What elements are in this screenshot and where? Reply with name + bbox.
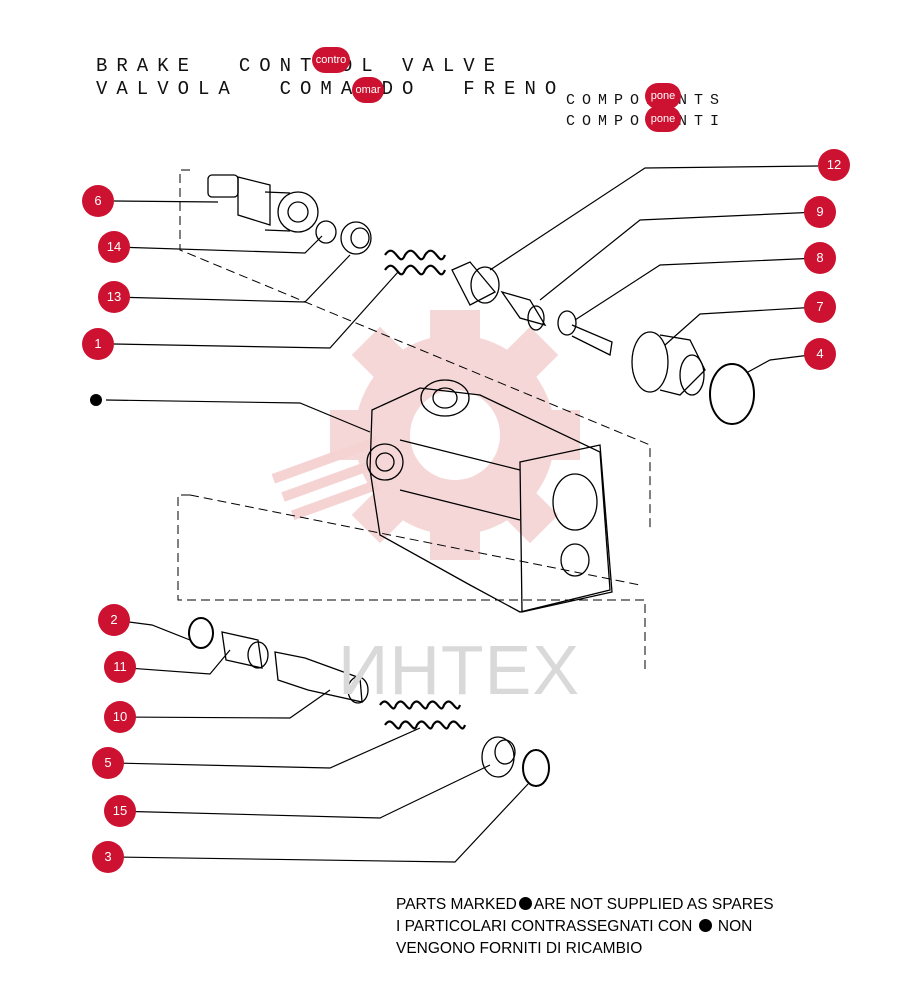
not-supplied-bullet-icon	[90, 394, 102, 406]
part-6-piston	[207, 174, 319, 233]
part-2-oring	[188, 617, 214, 649]
callout-1[interactable]: 1	[82, 328, 114, 360]
lower-dashed-frame	[177, 494, 646, 670]
part-3-oring	[522, 749, 550, 787]
bullet-icon	[518, 897, 532, 910]
callout-11[interactable]: 11	[104, 651, 136, 683]
part-10-plunger	[274, 651, 369, 704]
components-highlight: pone	[645, 106, 681, 132]
footnote: PARTS MARKED ARE NOT SUPPLIED AS SPARES I…	[396, 894, 774, 960]
callout-6[interactable]: 6	[82, 185, 114, 217]
callout-15[interactable]: 15	[104, 795, 136, 827]
leader-lines	[105, 165, 819, 863]
footnote-text: NON	[717, 918, 753, 935]
brand-watermark: ИНТЕХ	[338, 631, 581, 709]
title-italian: VALVOLA COMANDO FRENO	[96, 78, 566, 100]
valve-body	[366, 379, 613, 613]
callout-12[interactable]: 12	[818, 149, 850, 181]
part-1-spring	[384, 249, 447, 276]
callout-3[interactable]: 3	[92, 841, 124, 873]
part-13-ring	[340, 221, 372, 255]
part-12-cup	[451, 261, 500, 306]
callout-4[interactable]: 4	[804, 338, 836, 370]
part-9-valve	[500, 290, 547, 331]
part-4-oring	[709, 363, 755, 425]
upper-dashed-frame	[179, 169, 651, 530]
part-7-plug	[631, 331, 706, 396]
footnote-text: ARE NOT SUPPLIED AS SPARES	[533, 896, 774, 913]
footnote-text: PARTS MARKED	[396, 896, 517, 913]
footnote-line-3: VENGONO FORNITI DI RICAMBIO	[396, 940, 643, 957]
callout-8[interactable]: 8	[804, 242, 836, 274]
bullet-icon	[698, 919, 712, 932]
footnote-line-2: I PARTICOLARI CONTRASSEGNATI CON NON	[396, 916, 774, 938]
part-8-pin	[557, 310, 613, 356]
title-highlight: omar	[352, 77, 384, 103]
footnote-line-1: PARTS MARKED ARE NOT SUPPLIED AS SPARES	[396, 894, 774, 916]
title-english: BRAKE CONTROL VALVE	[96, 55, 505, 77]
callout-13[interactable]: 13	[98, 281, 130, 313]
part-15-plug	[481, 736, 516, 778]
part-11-sleeve	[221, 631, 269, 669]
components-highlight: pone	[645, 83, 681, 109]
part-14-oring	[315, 220, 337, 244]
callout-7[interactable]: 7	[804, 291, 836, 323]
callout-10[interactable]: 10	[104, 701, 136, 733]
callout-2[interactable]: 2	[98, 604, 130, 636]
part-5-spring	[379, 700, 467, 730]
title-highlight: contro	[312, 47, 350, 73]
callout-14[interactable]: 14	[98, 231, 130, 263]
callout-5[interactable]: 5	[92, 747, 124, 779]
callout-9[interactable]: 9	[804, 196, 836, 228]
footnote-text: I PARTICOLARI CONTRASSEGNATI CON	[396, 918, 693, 935]
